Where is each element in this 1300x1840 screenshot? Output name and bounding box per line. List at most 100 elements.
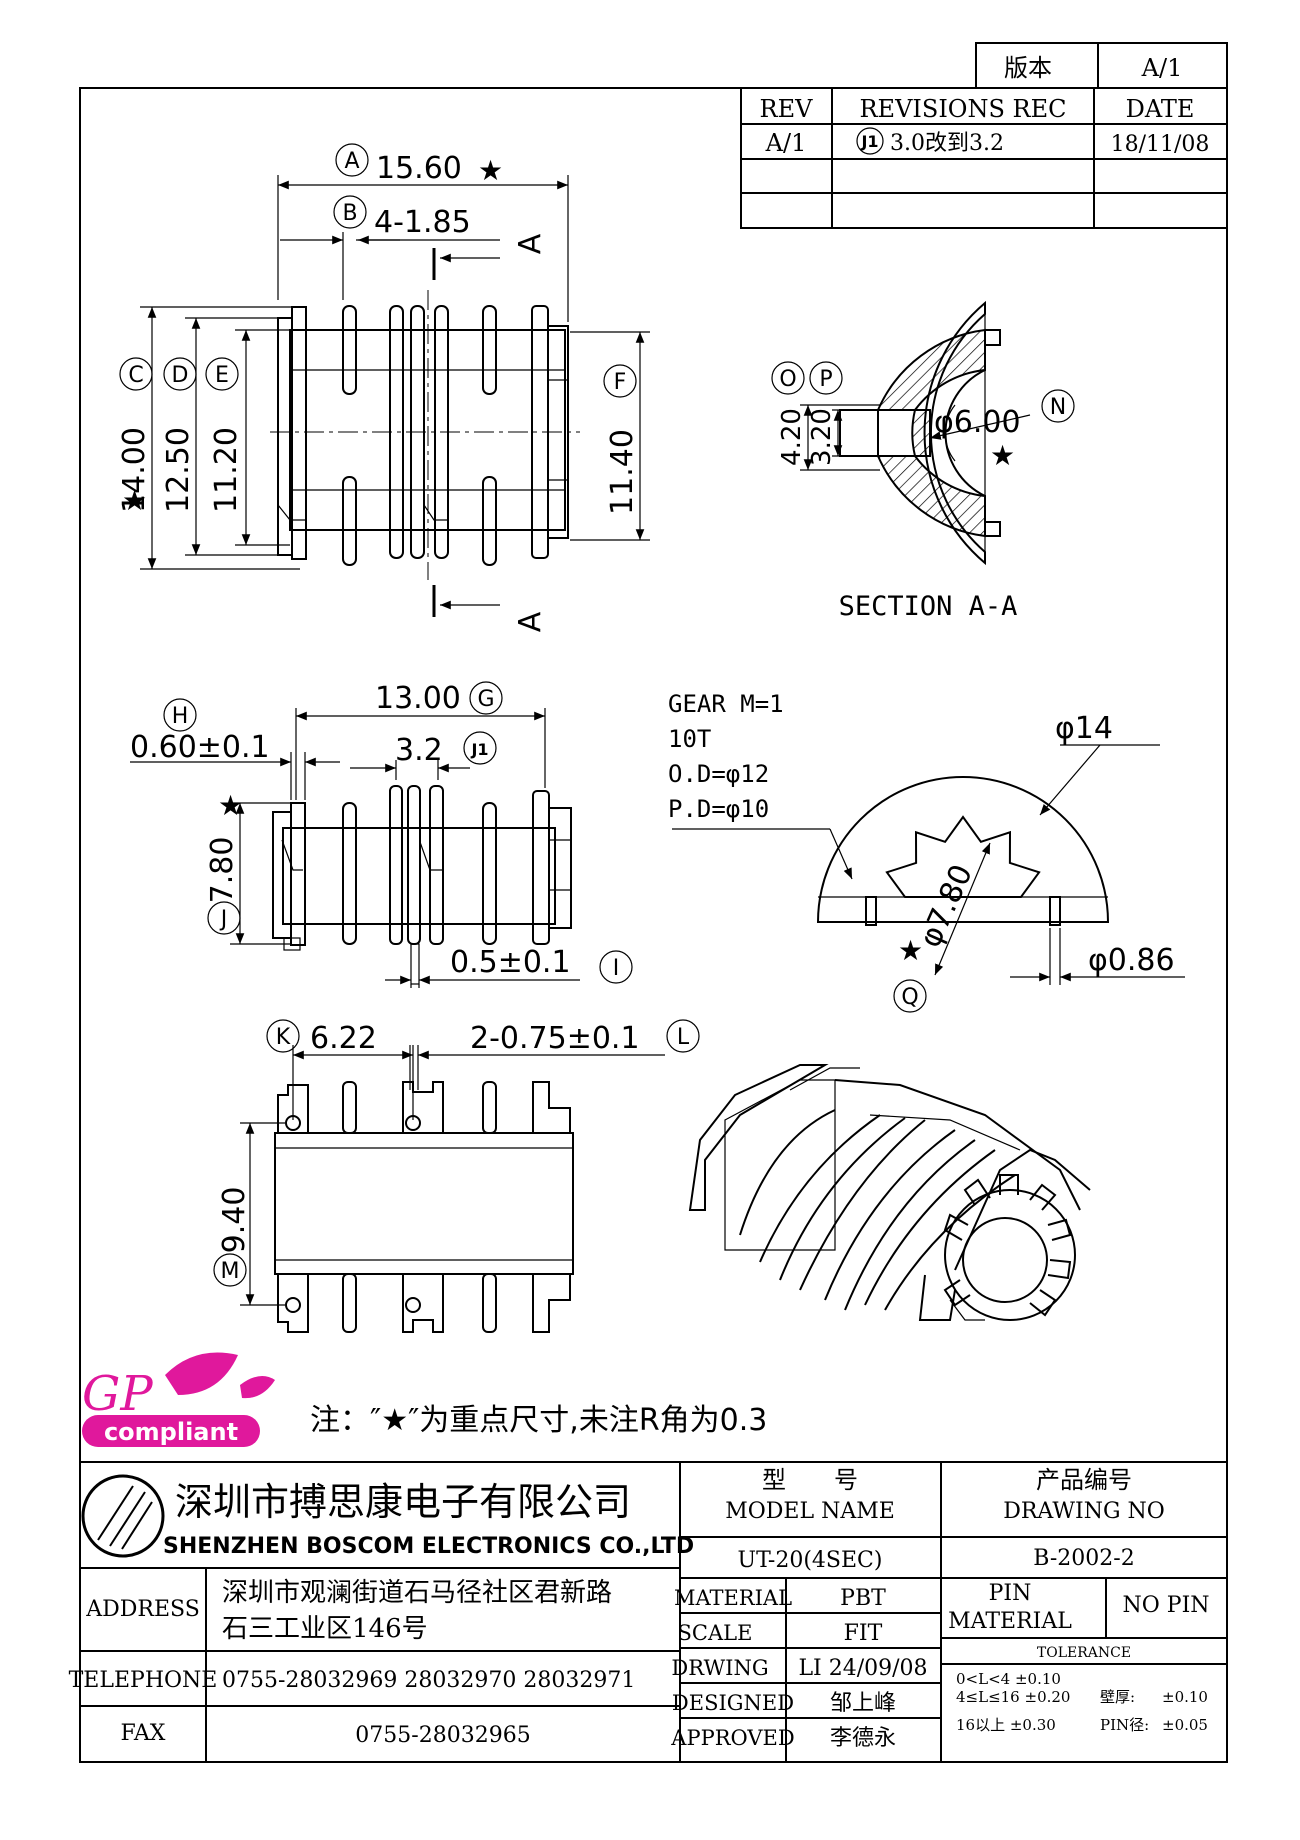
company-name-cn: 深圳市搏思康电子有限公司 [175, 1480, 631, 1524]
version-value: A/1 [1141, 54, 1183, 82]
section-mark-bottom: A [513, 611, 548, 632]
dim-k-value: 6.22 [310, 1021, 377, 1056]
rev-header: REV [760, 95, 814, 123]
version-box: 版本 A/1 [975, 42, 1228, 89]
dim-g-tag: G [477, 687, 494, 712]
drawing-value: B-2002-2 [1033, 1546, 1134, 1571]
dim-f-tag: F [614, 370, 627, 395]
section-title: SECTION A-A [839, 591, 1018, 622]
tolerance-label: TOLERANCE [1037, 1645, 1131, 1661]
dim-j-value: 7.80 [205, 837, 240, 904]
telephone-label: TELEPHONE [69, 1668, 218, 1693]
dim-k-tag: K [276, 1025, 291, 1050]
dim-a-value: 15.60 [376, 151, 462, 186]
scale-value: FIT [844, 1621, 883, 1646]
gp-logo: GP compliant [82, 1352, 275, 1447]
address-line-2: 石三工业区146号 [222, 1614, 428, 1644]
gear-outer-dim: φ14 [1055, 711, 1113, 746]
revision-date: 18/11/08 [1111, 132, 1210, 157]
leaf-icon [165, 1352, 238, 1395]
pin-dia-value: ±0.05 [1162, 1716, 1208, 1734]
dim-d-value: 12.50 [161, 427, 196, 513]
gear-view: GEAR M=1 10T O.D=φ12 P.D=φ10 φ14 φ7.80 ★… [668, 690, 1185, 1013]
dim-b-tag: B [342, 201, 357, 226]
company-logo-icon [81, 1474, 165, 1558]
dim-a-star: ★ [478, 154, 503, 187]
gear-teeth [885, 815, 1041, 898]
revisions-table: REV REVISIONS REC DATE A/1 J1 3.0改到3.2 1… [740, 87, 1228, 229]
wall-value: ±0.10 [1162, 1688, 1208, 1706]
dim-n-tag: N [1050, 395, 1066, 420]
dim-l-value: 2-0.75±0.1 [470, 1021, 640, 1056]
section-mark-top: A [513, 233, 548, 254]
sheet-border [79, 87, 1228, 1763]
gp-logo-text: GP [82, 1366, 153, 1422]
dim-n-value: φ6.00 [934, 405, 1021, 440]
tolerance-row-2: 4≤L≤16 ±0.20 [956, 1688, 1070, 1706]
dim-p-tag: P [819, 367, 832, 392]
dim-i-value: 0.5±0.1 [450, 945, 571, 980]
side-view: 13.00 G H 0.60±0.1 3.2 J1 ★ 7.80 J 0.5±0… [130, 681, 633, 988]
dim-c-tag: C [128, 363, 143, 388]
tolerance-row-1: 0<L<4 ±0.10 [956, 1670, 1061, 1688]
dim-e-value: 11.20 [209, 427, 244, 513]
top-view: A A A 15.60 ★ B 4-1.85 C 14.00 ★ D 12.50 [117, 143, 650, 632]
dim-m-value: 9.40 [217, 1187, 252, 1254]
address-label: ADDRESS [85, 1597, 200, 1622]
pin-label-2: MATERIAL [948, 1609, 1072, 1634]
bottom-view: K 6.22 2-0.75±0.1 L 9.40 M [213, 1019, 700, 1333]
model-value: UT-20(4SEC) [738, 1548, 883, 1573]
dim-j-tag: J [219, 907, 228, 932]
dim-o-tag: O [779, 367, 796, 392]
dim-h-value: 0.60±0.1 [130, 730, 270, 765]
gear-note-3: O.D=φ12 [668, 760, 769, 788]
date-header: DATE [1126, 95, 1195, 123]
fax-label: FAX [121, 1721, 166, 1746]
approved-value: 李德永 [830, 1726, 896, 1751]
dim-j-star: ★ [218, 789, 243, 822]
dim-j1-value: 3.2 [395, 733, 443, 768]
drawing-note: 注：″★″为重点尺寸,未注R角为0.3 [310, 1403, 767, 1438]
revisions-header: REVISIONS REC [859, 95, 1066, 123]
material-label: MATERIAL [674, 1586, 792, 1610]
dim-f-value: 11.40 [605, 429, 640, 515]
approved-label: APPROVED [670, 1726, 794, 1750]
dim-j1-tag: J1 [470, 740, 488, 759]
gear-pin-dim: φ0.86 [1088, 943, 1175, 978]
leaf-small-icon [240, 1376, 275, 1399]
dim-a-tag: A [344, 149, 359, 174]
company-name-en: SHENZHEN BOSCOM ELECTRONICS CO.,LTD [163, 1534, 694, 1559]
gear-note-4: P.D=φ10 [668, 795, 769, 823]
gear-q-star: ★ [898, 934, 923, 967]
pin-dia-label: PIN径: [1100, 1716, 1149, 1734]
model-label-cn: 型 号 [762, 1466, 858, 1494]
drawing-label-cn: 产品编号 [1036, 1466, 1132, 1494]
j1-tag-circle [856, 127, 884, 155]
compliant-text: compliant [104, 1418, 238, 1446]
model-label-en: MODEL NAME [725, 1499, 895, 1524]
section-a-a: O P 4.20 3.20 φ6.00 N ★ SECTION A-A [771, 300, 1075, 622]
dim-i-tag: I [613, 956, 620, 981]
material-value: PBT [840, 1586, 886, 1611]
dim-l-tag: L [677, 1025, 690, 1050]
dim-p-value: 3.20 [807, 408, 837, 466]
pin-label-1: PIN [989, 1581, 1032, 1606]
drawing-by-label: DRWING [671, 1656, 768, 1680]
drawing-by-value: LI 24/09/08 [798, 1656, 927, 1681]
gear-note-1: GEAR M=1 [668, 690, 784, 718]
designed-label: DESIGNED [672, 1691, 794, 1715]
dim-m-tag: M [221, 1259, 240, 1284]
isometric-view [688, 1064, 1091, 1321]
tolerance-row-3: 16以上 ±0.30 [956, 1716, 1056, 1734]
pin-value: NO PIN [1122, 1593, 1209, 1618]
dim-c-star: ★ [122, 484, 147, 517]
title-block: 深圳市搏思康电子有限公司 SHENZHEN BOSCOM ELECTRONICS… [69, 1461, 1227, 1762]
gear-note-2: 10T [668, 725, 711, 753]
address-line-1: 深圳市观澜街道石马径社区君新路 [222, 1578, 612, 1608]
dim-e-tag: E [215, 363, 229, 388]
designed-value: 邹上峰 [830, 1691, 896, 1716]
dim-b-value: 4-1.85 [374, 205, 471, 240]
fax-value: 0755-28032965 [355, 1723, 530, 1748]
drawing-label-en: DRAWING NO [1003, 1499, 1165, 1524]
